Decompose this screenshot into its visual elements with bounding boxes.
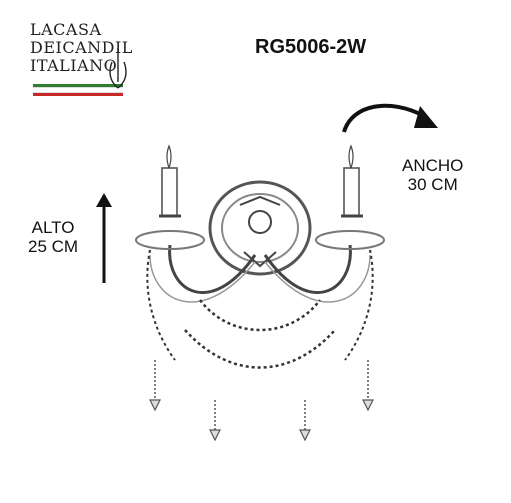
- logo-text-line2: DEICANDIL: [30, 38, 133, 57]
- height-label: ALTO: [31, 218, 75, 237]
- brand-logo: LACASA DEICANDIL ITALIANO: [30, 20, 135, 100]
- width-dimension: ANCHO 30 CM: [402, 156, 463, 194]
- product-model-title: RG5006-2W: [255, 36, 367, 58]
- height-value: 25 CM: [28, 237, 79, 256]
- italian-flag-icon: [33, 84, 123, 96]
- logo-candle-icon: [109, 48, 127, 89]
- logo-text-line3: ITALIANO: [30, 56, 118, 75]
- width-arrow-icon: [342, 103, 438, 133]
- logo-text-line1: LACASA: [30, 20, 102, 39]
- chandelier-sconce: [135, 144, 385, 442]
- height-arrow-icon: [96, 193, 112, 283]
- width-value: 30 CM: [407, 175, 458, 194]
- width-label: ANCHO: [402, 156, 464, 175]
- height-dimension: ALTO 25 CM: [28, 218, 78, 256]
